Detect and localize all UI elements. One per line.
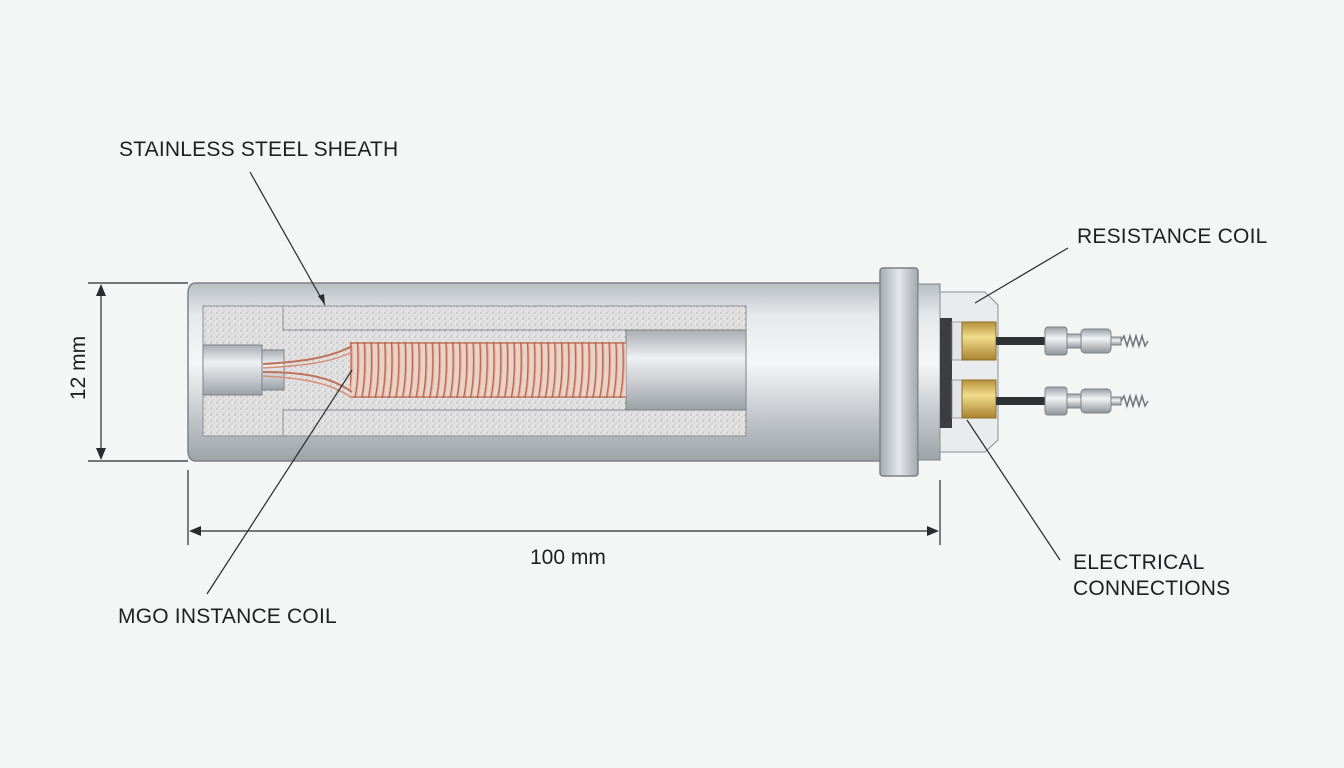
dimension-length-label: 100 mm [530, 546, 606, 569]
label-mgo-instance-coil: MGO INSTANCE COIL [118, 605, 337, 628]
dimension-lines [88, 282, 941, 545]
label-resistance-coil: RESISTANCE COIL [1077, 225, 1268, 248]
lead-wires [996, 326, 1149, 416]
label-electrical-line2: CONNECTIONS [1073, 577, 1231, 600]
dimension-diameter-label: 12 mm [67, 335, 90, 401]
dimension-arrows [96, 284, 939, 536]
terminal-block [939, 291, 999, 453]
resistance-coil-winding [262, 342, 626, 399]
label-electrical-connections: ELECTRICAL CONNECTIONS [1073, 550, 1230, 602]
flange [879, 267, 941, 477]
label-stainless-steel-sheath: STAINLESS STEEL SHEATH [119, 138, 399, 161]
label-electrical-line1: ELECTRICAL [1073, 551, 1205, 574]
leader-lines [206, 171, 1069, 595]
